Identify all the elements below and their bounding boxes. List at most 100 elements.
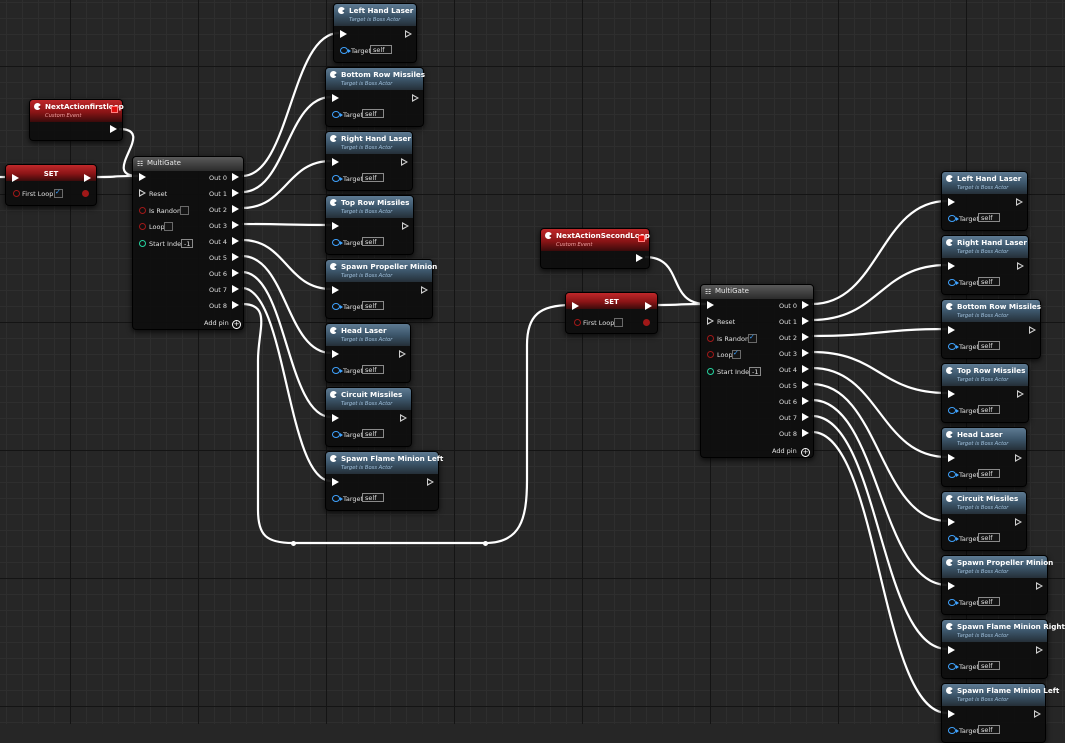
loop-pin[interactable] <box>139 223 146 230</box>
loop-pin[interactable] <box>707 351 714 358</box>
is-random-checkbox[interactable] <box>180 206 189 215</box>
exec-out-pin[interactable] <box>421 286 428 294</box>
target-self-field[interactable]: self <box>362 493 384 502</box>
target-pin[interactable] <box>948 535 959 542</box>
target-pin[interactable] <box>332 303 343 310</box>
target-pin[interactable] <box>340 47 351 54</box>
target-self-field[interactable]: self <box>978 277 1000 286</box>
exec-in-pin[interactable] <box>332 286 339 294</box>
exec-in-pin[interactable] <box>332 94 339 102</box>
add-pin-icon[interactable] <box>232 319 241 329</box>
exec-in-pin[interactable] <box>948 198 955 206</box>
target-self-field[interactable]: self <box>362 429 384 438</box>
exec-out-pin[interactable] <box>427 478 434 486</box>
start-index-field[interactable]: -1 <box>181 239 193 248</box>
exec-out-pin[interactable] <box>1017 390 1024 398</box>
exec-in-pin[interactable] <box>332 222 339 230</box>
target-pin[interactable] <box>948 471 959 478</box>
target-pin[interactable] <box>948 727 959 734</box>
exec-out-pin[interactable] <box>1015 454 1022 462</box>
target-self-field[interactable]: self <box>978 725 1000 734</box>
first-loop-checkbox[interactable] <box>614 318 623 327</box>
exec-in-pin[interactable] <box>948 710 955 718</box>
is-random-checkbox[interactable]: ✓ <box>748 333 757 343</box>
target-pin[interactable] <box>948 663 959 670</box>
exec-out-pin[interactable] <box>1036 646 1043 654</box>
add-pin-icon[interactable] <box>801 447 810 457</box>
exec-out-pin[interactable] <box>401 158 408 166</box>
target-self-field[interactable]: self <box>362 109 384 118</box>
exec-out-pin[interactable] <box>400 414 407 422</box>
target-self-field[interactable]: self <box>370 45 392 54</box>
reroute-node[interactable] <box>483 541 488 546</box>
exec-in-pin[interactable] <box>12 174 19 182</box>
exec-out-pin[interactable] <box>405 30 412 38</box>
bool-out-pin[interactable] <box>643 319 650 326</box>
start-index-field[interactable]: -1 <box>749 367 761 376</box>
exec-in-pin[interactable] <box>948 262 955 270</box>
target-self-field[interactable]: self <box>362 365 384 374</box>
exec-out-pin[interactable] <box>1016 198 1023 206</box>
target-pin[interactable] <box>948 343 959 350</box>
reroute-node[interactable] <box>291 541 296 546</box>
target-pin[interactable] <box>948 215 959 222</box>
exec-out-pin[interactable] <box>110 125 117 133</box>
is-random-pin[interactable] <box>707 335 714 342</box>
delegate-pin-icon[interactable] <box>111 106 118 113</box>
exec-out-pin-3[interactable] <box>232 221 239 229</box>
exec-out-pin[interactable] <box>84 174 91 182</box>
target-self-field[interactable]: self <box>978 405 1000 414</box>
target-pin[interactable] <box>332 495 343 502</box>
delegate-pin-icon[interactable] <box>638 235 645 242</box>
exec-out-pin-4[interactable] <box>802 365 809 373</box>
target-pin[interactable] <box>332 367 343 374</box>
exec-out-pin-7[interactable] <box>802 413 809 421</box>
add-pin-label[interactable]: Add pin <box>772 447 797 455</box>
exec-in-pin[interactable] <box>340 30 347 38</box>
exec-in-pin[interactable] <box>948 646 955 654</box>
exec-in-pin[interactable] <box>332 478 339 486</box>
target-self-field[interactable]: self <box>978 213 1000 222</box>
exec-in-pin[interactable] <box>948 326 955 334</box>
target-pin[interactable] <box>948 279 959 286</box>
start-index-pin[interactable] <box>139 240 146 247</box>
exec-out-pin-4[interactable] <box>232 237 239 245</box>
exec-out-pin[interactable] <box>1015 518 1022 526</box>
event-node-next-action-second-loop[interactable]: NextActionSecondLoop Custom Event <box>540 228 650 269</box>
exec-out-pin[interactable] <box>1034 710 1041 718</box>
exec-out-pin-5[interactable] <box>802 381 809 389</box>
exec-in-pin[interactable] <box>332 414 339 422</box>
target-pin[interactable] <box>332 239 343 246</box>
exec-out-pin[interactable] <box>1036 582 1043 590</box>
exec-out-pin-0[interactable] <box>802 301 809 309</box>
set-node-first-loop[interactable]: SET First Loop? ✓ <box>5 164 97 206</box>
exec-in-pin[interactable] <box>139 173 146 181</box>
target-self-field[interactable]: self <box>362 237 384 246</box>
exec-out-pin-8[interactable] <box>232 301 239 309</box>
exec-out-pin[interactable] <box>399 350 406 358</box>
target-pin[interactable] <box>332 431 343 438</box>
exec-out-pin[interactable] <box>645 302 652 310</box>
set-node-second-loop[interactable]: SET First Loop? <box>565 292 658 334</box>
exec-out-pin[interactable] <box>402 222 409 230</box>
target-self-field[interactable]: self <box>978 341 1000 350</box>
exec-out-pin[interactable] <box>636 254 643 262</box>
multigate-node-second[interactable]: ☷ MultiGate Reset Is Random ✓ Loop ✓ Sta… <box>700 284 814 458</box>
reset-pin[interactable] <box>707 317 714 325</box>
exec-out-pin[interactable] <box>1029 326 1036 334</box>
exec-out-pin[interactable] <box>1017 262 1024 270</box>
exec-out-pin-3[interactable] <box>802 349 809 357</box>
exec-in-pin[interactable] <box>948 454 955 462</box>
bool-in-pin[interactable] <box>574 319 581 326</box>
start-index-pin[interactable] <box>707 368 714 375</box>
first-loop-checkbox[interactable]: ✓ <box>54 188 63 198</box>
